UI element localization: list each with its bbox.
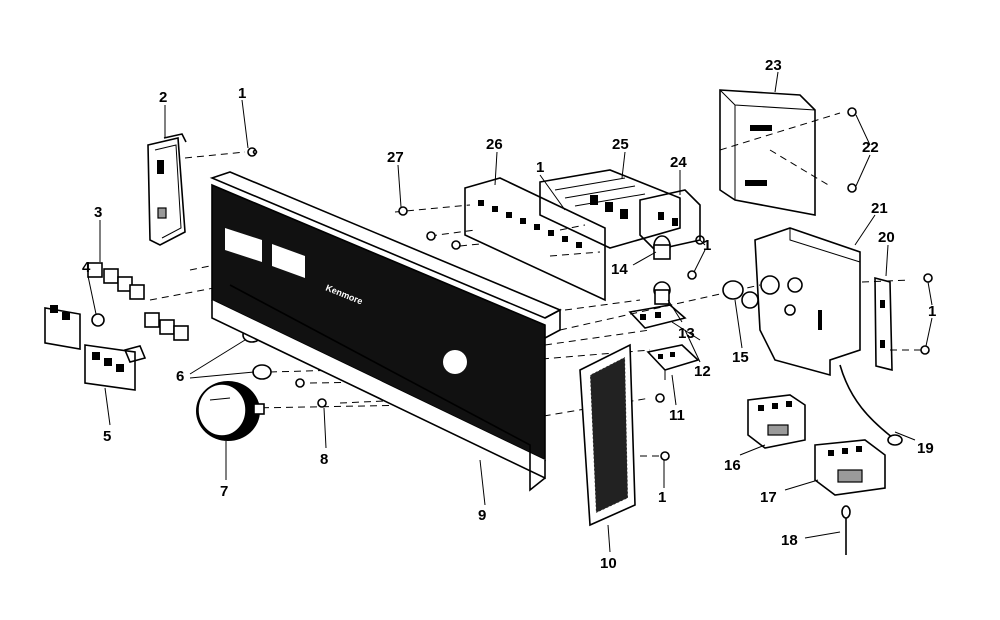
label-part-11: 11 bbox=[669, 407, 685, 424]
label-part-18: 18 bbox=[781, 532, 798, 549]
part-24-switch bbox=[639, 189, 701, 251]
label-part-1-d: 1 bbox=[928, 303, 936, 320]
label-part-15: 15 bbox=[732, 349, 749, 366]
label-part-6: 6 bbox=[176, 368, 184, 385]
part-13-cam-follower bbox=[653, 281, 671, 305]
label-part-1-e: 1 bbox=[658, 489, 666, 506]
label-part-14: 14 bbox=[611, 261, 628, 278]
label-part-19: 19 bbox=[917, 440, 934, 457]
label-part-1-c: 1 bbox=[703, 237, 711, 254]
part-number-labels: 2 1 3 4 5 6 7 8 9 10 11 12 13 14 15 16 1… bbox=[82, 57, 936, 572]
part-2-end-cap bbox=[147, 133, 187, 246]
leader-lines bbox=[87, 71, 933, 553]
label-part-17: 17 bbox=[760, 489, 777, 506]
part-15-shaft bbox=[722, 280, 759, 309]
label-part-2: 2 bbox=[159, 89, 167, 106]
label-part-21: 21 bbox=[871, 200, 888, 217]
label-part-7: 7 bbox=[220, 483, 228, 500]
part-3-button-caps bbox=[87, 262, 189, 341]
label-part-13: 13 bbox=[678, 325, 695, 342]
part-21-timer-housing bbox=[754, 227, 861, 377]
part-16-terminal-block bbox=[747, 394, 806, 449]
part-19-wire bbox=[839, 364, 903, 446]
part-7-timer-knob bbox=[196, 381, 265, 441]
label-part-23: 23 bbox=[765, 57, 782, 74]
part-9-control-panel: Kenmore bbox=[209, 171, 562, 492]
part-11-switch bbox=[646, 344, 700, 380]
label-part-26: 26 bbox=[486, 136, 503, 153]
part-14-cam bbox=[653, 235, 671, 260]
label-part-12: 12 bbox=[694, 363, 711, 380]
label-part-8: 8 bbox=[320, 451, 328, 468]
label-part-4: 4 bbox=[82, 259, 91, 276]
part-10-grille bbox=[579, 343, 636, 527]
part-18-pin bbox=[841, 505, 851, 555]
label-part-27: 27 bbox=[387, 149, 404, 166]
label-part-1-a: 1 bbox=[238, 85, 246, 102]
label-part-3: 3 bbox=[94, 204, 102, 221]
part-5-switch-strips bbox=[44, 305, 147, 391]
part-20-plate bbox=[874, 276, 893, 372]
label-part-24: 24 bbox=[670, 154, 687, 171]
label-part-20: 20 bbox=[878, 229, 895, 246]
label-part-9: 9 bbox=[478, 507, 486, 524]
label-part-25: 25 bbox=[612, 136, 629, 153]
label-part-1-b: 1 bbox=[536, 159, 544, 176]
label-part-5: 5 bbox=[103, 428, 111, 445]
screws bbox=[247, 107, 933, 461]
part-25-switch-assembly bbox=[539, 169, 681, 249]
label-part-22: 22 bbox=[862, 139, 879, 156]
part-26-bracket bbox=[464, 177, 606, 302]
part-17-terminal-block bbox=[814, 439, 886, 496]
label-part-16: 16 bbox=[724, 457, 741, 474]
label-part-10: 10 bbox=[600, 555, 617, 572]
part-23-cover bbox=[719, 89, 816, 216]
